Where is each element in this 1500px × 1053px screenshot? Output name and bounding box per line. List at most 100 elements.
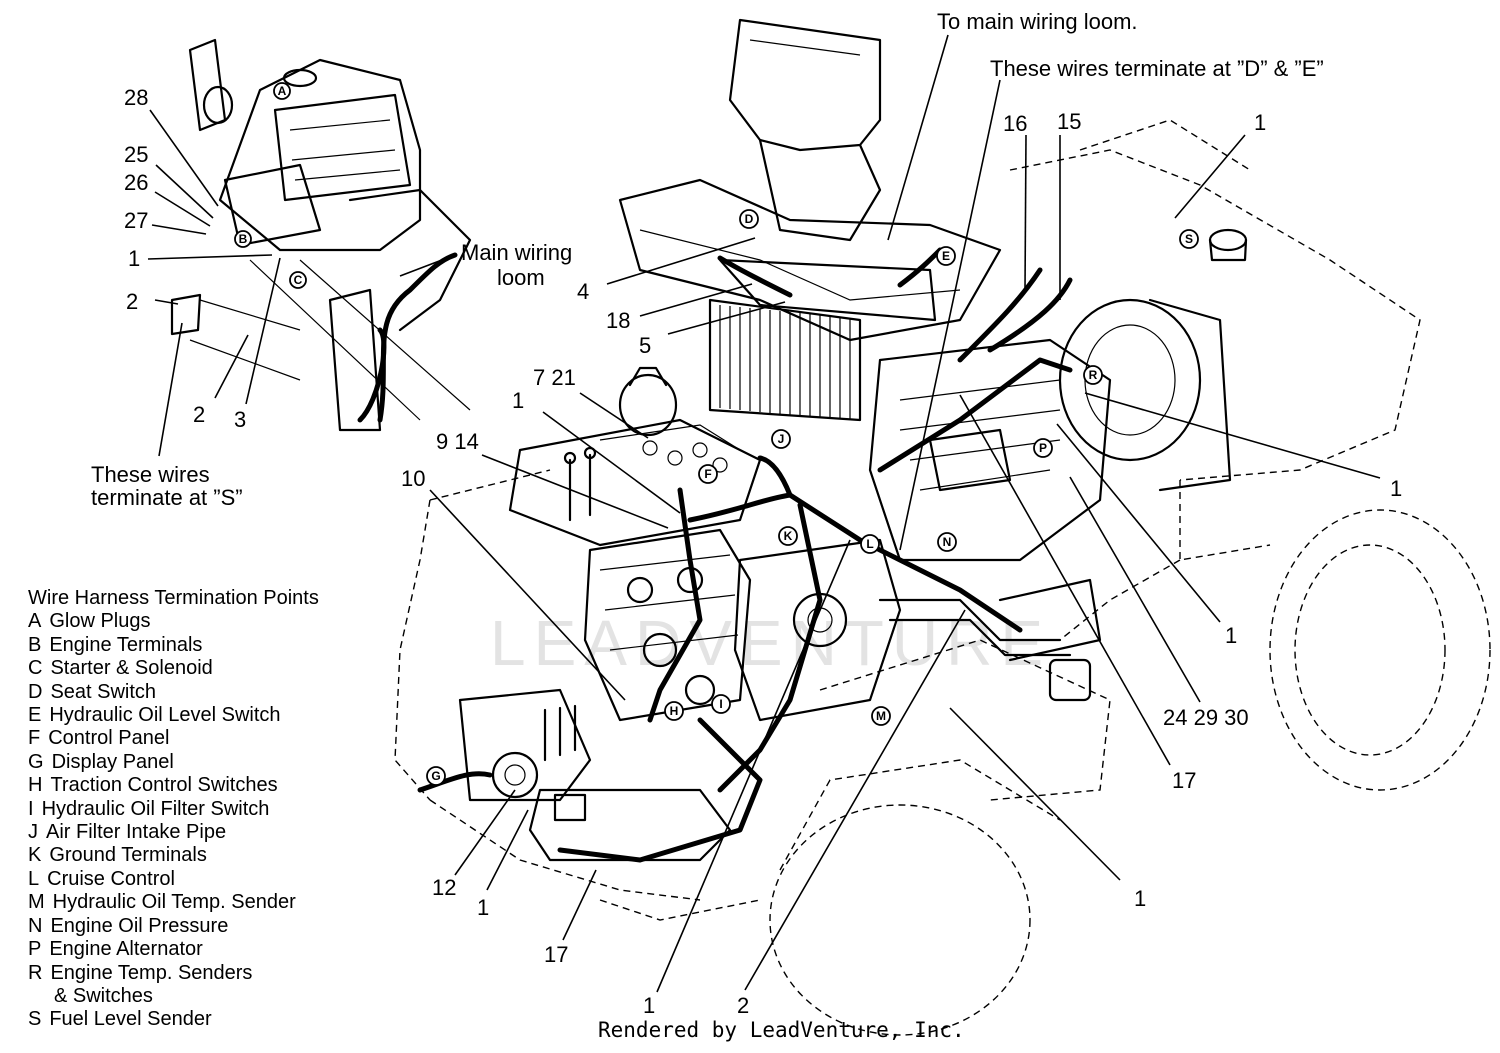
terminal-marker-g: G [426,766,446,786]
legend-label: Display Panel [51,750,174,773]
terminal-marker-e: E [936,246,956,266]
part-label-17-bottom: 17 [544,942,568,967]
terminal-marker-d: D [739,209,759,229]
terminal-marker-f: F [698,464,718,484]
part-label-17-right: 17 [1172,768,1196,793]
legend-label: Hydraulic Oil Temp. Sender [52,891,296,914]
legend-key: F [28,727,41,750]
legend-key: H [28,774,43,797]
terminal-marker-m: M [871,706,891,726]
terminal-marker-k: K [778,526,798,546]
part-label-27: 27 [124,208,148,233]
part-label-18: 18 [606,308,630,333]
legend-key: L [28,867,40,890]
part-label-9-14: 9 14 [436,429,479,454]
svg-text:M: M [876,709,886,723]
svg-text:E: E [942,249,950,263]
legend-item: B Engine Terminals [28,634,388,657]
legend-key: D [28,680,43,703]
legend-key: M [28,891,45,914]
part-label-1-lowest: 1 [643,993,655,1018]
part-label-1-top-right: 1 [1254,110,1266,135]
legend-label: Fuel Level Sender [49,1008,212,1031]
note-main-loom-line2: loom [497,265,545,290]
terminal-marker-p: P [1033,438,1053,458]
legend-label: Traction Control Switches [50,774,278,797]
legend-label: Seat Switch [50,680,157,703]
svg-text:H: H [670,704,679,718]
terminal-marker-h: H [664,701,684,721]
watermark: LEADVENTURE [490,607,1051,679]
part-label-12: 12 [432,875,456,900]
legend-key: R [28,961,43,984]
legend-item: J Air Filter Intake Pipe [28,821,388,844]
legend-key: E [28,704,42,727]
legend-label: Engine Temp. Senders [50,961,253,984]
part-label-2-lowest: 2 [737,993,749,1018]
terminal-marker-i: I [711,694,731,714]
legend-item: L Cruise Control [28,868,388,891]
terminal-marker-a: A [273,82,291,100]
callout-notes: To main wiring loom. These wires termina… [91,9,1324,510]
part-label-1-inset: 1 [128,246,140,271]
note-main-loom-line1: Main wiring [461,240,572,265]
legend-label: Air Filter Intake Pipe [46,821,227,844]
svg-text:C: C [294,273,303,287]
legend-key: P [28,938,42,961]
legend-item: M Hydraulic Oil Temp. Sender [28,891,388,914]
part-label-10: 10 [401,466,425,491]
svg-text:R: R [1089,368,1098,382]
legend-item: & Switches [28,985,388,1008]
legend-label: Starter & Solenoid [50,657,213,680]
legend-label: Engine Alternator [49,938,203,961]
part-label-25: 25 [124,142,148,167]
part-label-28: 28 [124,85,148,110]
legend-label: Glow Plugs [49,610,151,633]
part-label-3: 3 [234,407,246,432]
part-label-1-right-b: 1 [1225,623,1237,648]
legend-item: F Control Panel [28,727,388,750]
legend-label: & Switches [54,984,153,1007]
svg-text:P: P [1039,441,1047,455]
legend-item: S Fuel Level Sender [28,1008,388,1031]
note-to-main-loom: To main wiring loom. [937,9,1138,34]
svg-text:N: N [943,535,952,549]
legend-title: Wire Harness Termination Points [28,587,319,609]
part-label-1-mid-left: 1 [512,388,524,413]
legend-item: P Engine Alternator [28,938,388,961]
legend-key: S [28,1008,42,1031]
legend-label: Cruise Control [47,867,175,890]
terminal-marker-c: C [289,271,307,289]
svg-text:G: G [431,769,440,783]
terminal-marker-j: J [771,429,791,449]
svg-text:S: S [1185,232,1193,246]
leader-lines [147,34,1381,993]
terminal-marker-s: S [1179,229,1199,249]
part-label-2-a: 2 [126,289,138,314]
legend-item: H Traction Control Switches [28,774,388,797]
note-terminate-de: These wires terminate at ”D” & ”E” [990,56,1324,81]
legend-key: G [28,750,44,773]
note-terminate-s-line2: terminate at ”S” [91,485,243,510]
svg-text:K: K [784,529,793,543]
legend-label: Ground Terminals [49,844,207,867]
legend-item: D Seat Switch [28,681,388,704]
part-label-7-21: 7 21 [533,365,576,390]
part-label-26: 26 [124,170,148,195]
machine-drawing [170,18,1491,1036]
legend-key: J [28,821,38,844]
part-label-5: 5 [639,333,651,358]
note-terminate-s-line1: These wires [91,462,210,487]
part-label-1-bottom: 1 [477,895,489,920]
legend-label: Control Panel [48,727,170,750]
legend-key: B [28,633,42,656]
legend-label: Engine Terminals [49,633,203,656]
